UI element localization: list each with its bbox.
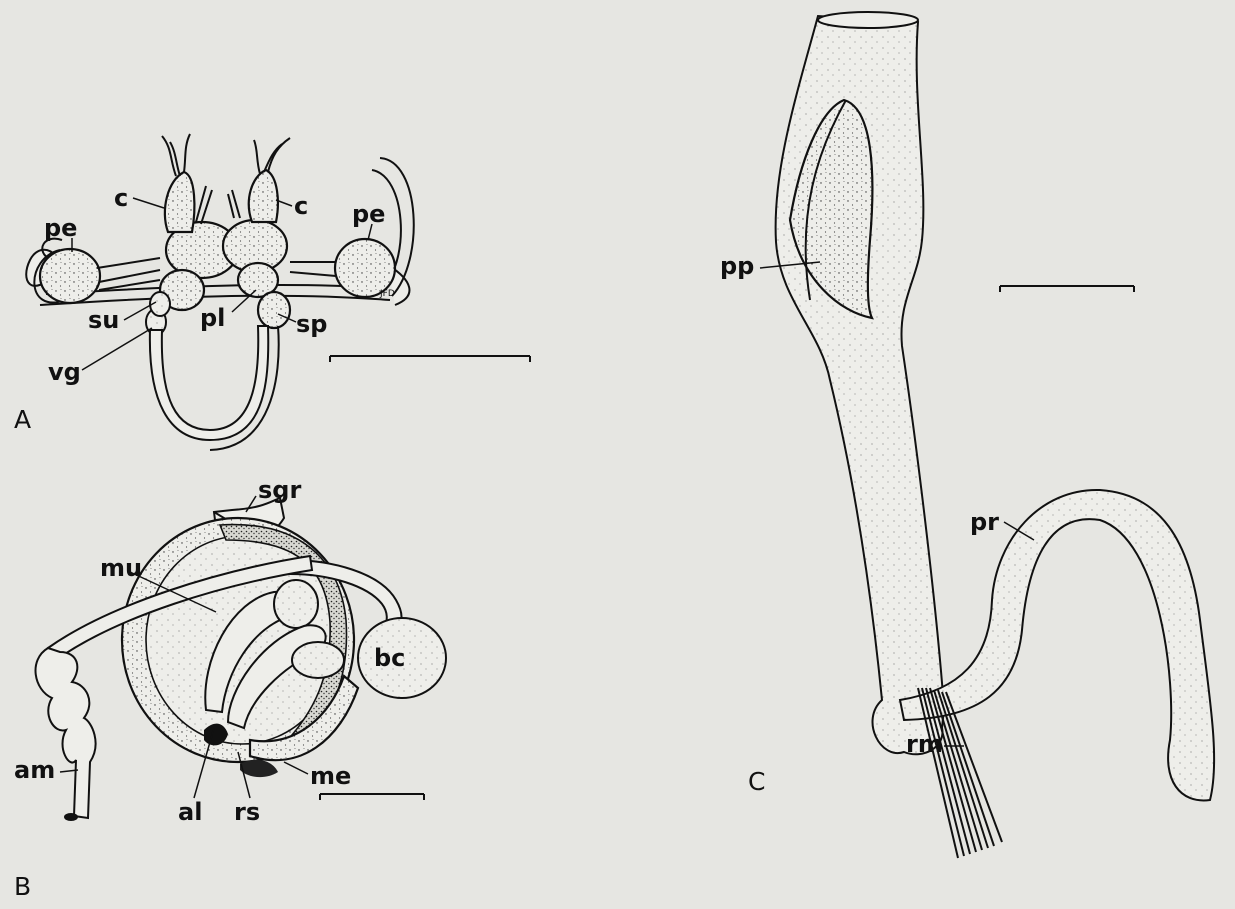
- label-pl: pl: [200, 304, 225, 332]
- label-rs: rs: [234, 798, 260, 826]
- label-su: su: [88, 306, 119, 334]
- ampulla-opening: [64, 813, 78, 821]
- label-sgr: sgr: [258, 476, 301, 504]
- panel-label-b: B: [14, 872, 31, 901]
- label-c-right: c: [294, 192, 308, 220]
- panel-label-c: C: [748, 767, 765, 796]
- label-bc: bc: [374, 644, 405, 672]
- panel-label-a: A: [14, 405, 31, 434]
- receptaculum-bulb: [292, 642, 344, 678]
- panel-a: c c pe pe pl su sp vg JFD A: [14, 134, 530, 450]
- pedal-connective-right: [290, 262, 336, 276]
- ampulla: [36, 648, 96, 818]
- label-pe-left: pe: [44, 214, 77, 242]
- albumen-bulb: [274, 580, 318, 628]
- label-al: al: [178, 798, 202, 826]
- artist-signature: JFD: [379, 289, 395, 299]
- c-stalk-left: [165, 172, 195, 232]
- label-me: me: [310, 762, 351, 790]
- sheath-opening: [818, 12, 918, 28]
- label-pe-right: pe: [352, 200, 385, 228]
- label-rm: rm: [906, 730, 943, 758]
- leader-lines-a: [72, 198, 372, 370]
- c-stalk-right: [249, 170, 278, 222]
- label-c-left: c: [114, 184, 128, 212]
- label-am: am: [14, 756, 55, 784]
- label-mu: mu: [100, 554, 142, 582]
- visceral-loop: [150, 326, 268, 440]
- supraintestinal-ganglion: [258, 292, 290, 328]
- label-sp: sp: [296, 310, 327, 338]
- pedal-ganglion-left: [40, 249, 100, 303]
- scale-bar-b: [320, 794, 424, 800]
- label-pr: pr: [970, 508, 999, 536]
- label-pp: pp: [720, 252, 754, 280]
- panel-b: sgr mu bc am al rs me B: [14, 476, 446, 901]
- scale-bar-c: [1000, 286, 1134, 292]
- pedal-connective-left: [97, 258, 160, 290]
- scale-bar-a: [330, 356, 530, 362]
- label-vg: vg: [48, 358, 81, 386]
- prostate: [900, 490, 1214, 800]
- panel-c: pp pr rm C: [720, 12, 1214, 858]
- dark-node-2: [240, 760, 278, 777]
